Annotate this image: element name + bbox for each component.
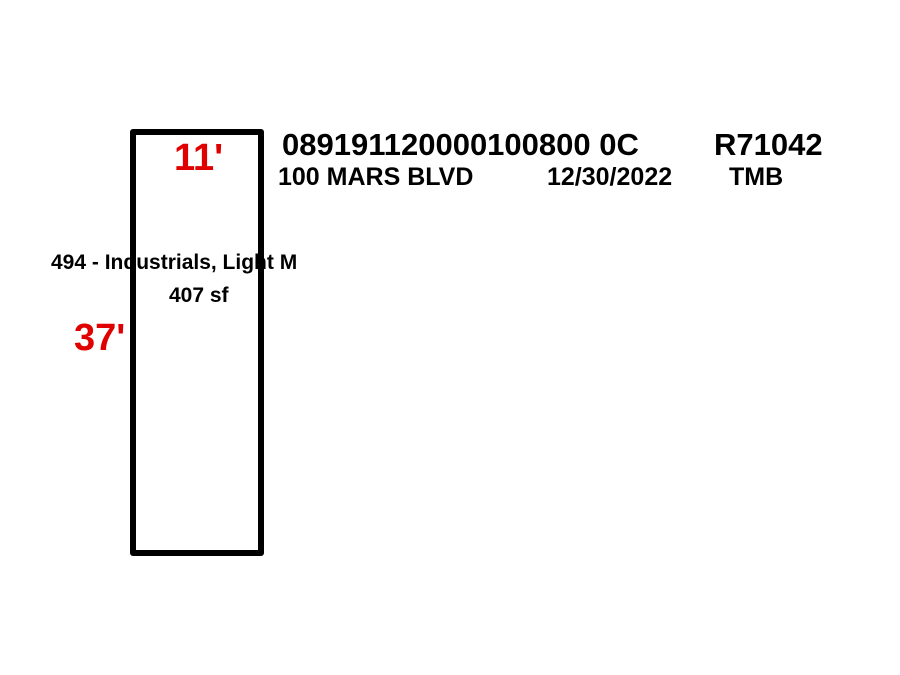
record-id: R71042 [714,127,823,162]
width-dimension-label: 11' [174,137,224,179]
building-outline [130,129,264,556]
area-use-code: 494 - Industrials, Light M [51,251,298,274]
height-dimension-label: 37' [74,317,126,359]
parcel-number: 089191120000100800 0C [282,127,639,162]
area-square-footage: 407 sf [169,284,229,307]
appraiser-initials: TMB [729,163,784,191]
sketch-date: 12/30/2022 [547,163,673,191]
property-address: 100 MARS BLVD [278,163,474,191]
